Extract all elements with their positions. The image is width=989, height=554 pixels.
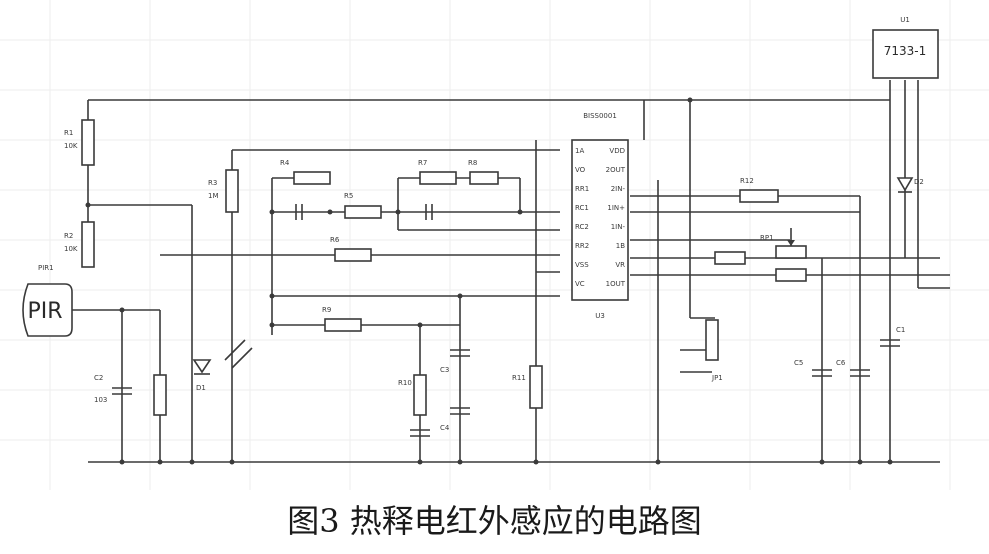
ic-ref-label: U3 [595,312,605,320]
voltage-regulator: 7133-1 U1 [872,16,939,79]
resistor-label: R5 [344,192,353,200]
ic-left-pins: 1A VO RR1 RC1 RC2 RR2 VSS VC [575,147,589,288]
resistor-label: R3 [208,179,217,187]
relay-ref-label: JP1 [711,374,723,382]
ic-pin-label: VR [615,261,625,269]
resistor-r8 [469,171,499,185]
resistor-r9 [324,318,362,332]
resistor-r10 [413,374,427,416]
ic-pin-label: 1OUT [606,280,626,288]
resistor-label: R12 [740,177,754,185]
ic-part-label: BISS0001 [583,112,617,120]
resistor-r2 [81,221,95,268]
resistor-label: R8 [468,159,477,167]
resistor-label: R10 [398,379,412,387]
leds: D1 D2 [192,177,924,392]
capacitor-label: C5 [794,359,803,367]
capacitor-label: C3 [440,366,449,374]
capacitor-label: C4 [440,424,450,432]
led-d2 [896,177,914,192]
resistor-r-extra3 [775,268,807,282]
resistor-label: R7 [418,159,427,167]
ic-pin-label: 1A [575,147,584,155]
ic-pin-label: 1IN+ [607,204,625,212]
capacitor-label: C2 [94,374,103,382]
ic-pin-label: VO [575,166,586,174]
resistor-label: R9 [322,306,331,314]
resistor-r1 [81,119,95,166]
capacitor-label: C6 [836,359,846,367]
schematic-grid [0,0,989,490]
relay-switch: JP1 [680,319,723,382]
pir-label: PIR [27,299,62,324]
resistor-r11 [529,365,543,409]
resistor-r5 [344,205,382,219]
ic-chip: BISS0001 U3 1A VO RR1 RC1 RC2 RR2 VSS VC… [571,112,629,320]
ic-pin-label: VSS [575,261,589,269]
regulator-ref-label: U1 [900,16,910,24]
ic-pin-label: VDD [609,147,625,155]
resistor-label: 10K [64,245,78,253]
circuit-schematic: 7133-1 U1 BISS0001 U3 1A VO RR1 RC1 RC2 … [0,0,989,490]
ic-pin-label: RR2 [575,242,589,250]
resistor-label: R4 [280,159,290,167]
resistor-r7 [419,171,457,185]
resistor-label: R6 [330,236,340,244]
capacitor-label: C1 [896,326,905,334]
resistor-r6 [334,248,372,262]
resistor-r3 [225,169,239,213]
ic-right-pins: VDD 2OUT 2IN- 1IN+ 1IN- 1B VR 1OUT [606,147,626,288]
ic-pin-label: RR1 [575,185,589,193]
junctions [85,97,893,465]
ic-pin-label: VC [575,280,585,288]
pir-sensor: PIR PIR1 [22,264,73,337]
led-label: D1 [196,384,206,392]
capacitors: C2 103 C3 C4 C5 C6 C1 [94,204,905,437]
circuit-diagram: 7133-1 U1 BISS0001 U3 1A VO RR1 RC1 RC2 … [0,0,989,490]
resistor-label: 1M [208,192,219,200]
ic-pin-label: 1IN- [611,223,626,231]
figure-caption: 图3 热释电红外感应的电路图 [287,502,702,540]
resistor-r4 [293,171,331,185]
resistor-label: R11 [512,374,526,382]
resistor-label: R1 [64,129,73,137]
resistors: R1 10K R2 10K R3 1M R4 R5 R6 R7 R8 R9 R1… [64,119,807,416]
wiring [70,80,950,463]
pot-ref-label: RP1 [760,234,774,242]
potentiometer: RP1 [760,228,807,259]
capacitor-label: 103 [94,396,107,404]
ic-pin-label: 2OUT [606,166,626,174]
pir-ref-label: PIR1 [38,264,54,272]
regulator-part-label: 7133-1 [884,44,927,58]
ic-pin-label: RC2 [575,223,589,231]
resistor-label: R2 [64,232,73,240]
ic-pin-label: 1B [616,242,625,250]
resistor-label: 10K [64,142,78,150]
resistor-r12 [739,189,779,203]
led-label: D2 [914,178,924,186]
resistor-r-extra2 [714,251,746,265]
ic-pin-label: 2IN- [611,185,626,193]
ic-pin-label: RC1 [575,204,589,212]
resistor-r-extra [153,374,167,416]
led-d1 [192,359,212,374]
